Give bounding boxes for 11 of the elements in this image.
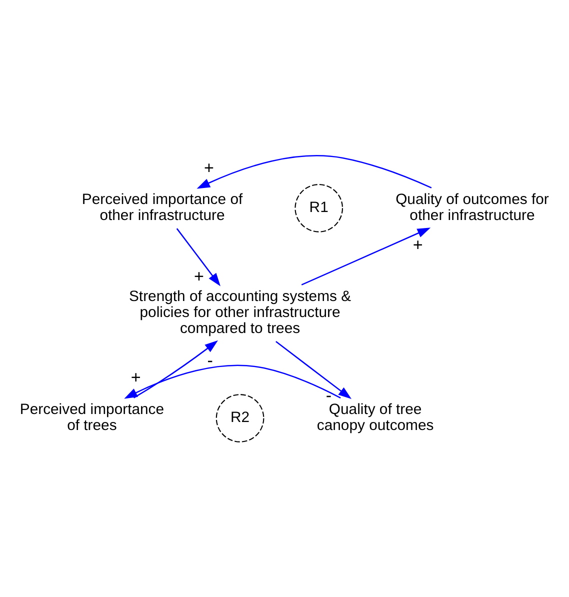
label: R2 (230, 410, 250, 426)
edge-label: - (207, 350, 213, 370)
edge-label: + (204, 158, 214, 178)
edge-label: + (412, 236, 423, 255)
node-text: Perceived importance of trees (20, 402, 164, 434)
edge-label: + (130, 368, 141, 388)
label: R1 (309, 200, 328, 216)
node-text: Perceived importance of other infrastructure (82, 192, 243, 224)
node-text: Quality of outcomes for other infrastructure (396, 192, 549, 224)
node-text: Strength of accounting systems & policies for other infrastructure compared to trees (128, 289, 352, 338)
edge-label: + (194, 267, 204, 286)
